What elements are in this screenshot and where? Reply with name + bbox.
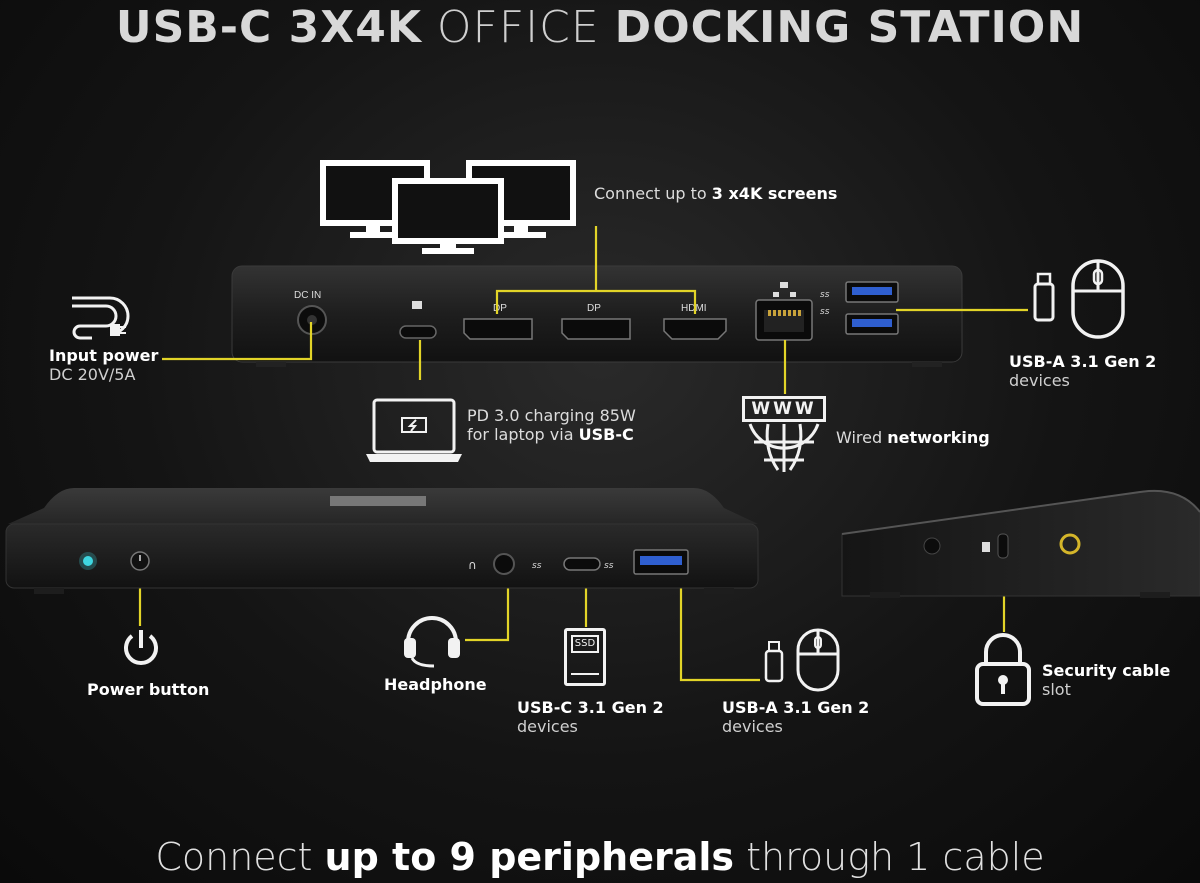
ssd-icon: SSD [564, 628, 606, 686]
usba-rear-label: USB-A 3.1 Gen 2 devices [1009, 352, 1156, 390]
screens-text: Connect up to [594, 184, 707, 203]
networking-strong: networking [887, 428, 990, 447]
power-plug-icon [72, 296, 130, 340]
networking-label: Wired networking [836, 428, 990, 447]
mouse-icon [1071, 259, 1125, 339]
svg-text:∩: ∩ [468, 558, 477, 572]
headset-icon [404, 616, 460, 668]
footer-strong: up to 9 peripherals [324, 835, 734, 879]
www-text: WWW [751, 399, 817, 419]
dp1-label: DP [493, 303, 507, 314]
headphone-label: Headphone [384, 675, 487, 694]
usbc-front-title: USB-C 3.1 Gen 2 [517, 698, 664, 717]
svg-text:ss: ss [604, 561, 614, 571]
usba-front-sub: devices [722, 717, 783, 736]
usbc-front-label: USB-C 3.1 Gen 2 devices [517, 698, 664, 736]
footer-text-2: through 1 cable [746, 835, 1045, 879]
svg-text:ss: ss [820, 290, 830, 300]
dp2-label: DP [587, 303, 601, 314]
rear-dock: ss ss [231, 265, 963, 367]
usba-rear-title: USB-A 3.1 Gen 2 [1009, 352, 1157, 371]
usbc-front-sub: devices [517, 717, 578, 736]
input-power-label: Input power DC 20V/5A [49, 346, 158, 384]
input-power-title: Input power [49, 346, 159, 365]
security-label: Security cable slot [1042, 661, 1170, 699]
title-light: OFFICE [436, 2, 600, 53]
monitors-icon [320, 160, 576, 254]
input-power-sub: DC 20V/5A [49, 365, 136, 384]
usba-front-title: USB-A 3.1 Gen 2 [722, 698, 870, 717]
mouse-front-icon [796, 628, 840, 692]
pd-label: PD 3.0 charging 85W for laptop via USB-C [467, 406, 636, 444]
usb-stick-icon [1033, 272, 1055, 322]
security-sub: slot [1042, 680, 1071, 699]
power-button-text: Power button [87, 680, 210, 699]
pd-line-2-text: for laptop via [467, 425, 574, 444]
screens-strong: 3 x4K screens [711, 184, 838, 203]
screens-label: Connect up to 3 x4K screens [594, 184, 837, 203]
footer-tagline: Connect up to 9 peripherals through 1 ca… [0, 835, 1200, 879]
footer-text-1: Connect [155, 835, 313, 879]
pd-line-1: PD 3.0 charging 85W [467, 406, 636, 425]
power-button-label: Power button [87, 680, 209, 699]
page-title: USB-C 3X4K OFFICE DOCKING STATION [0, 2, 1200, 53]
globe-icon [748, 423, 820, 472]
www-box: WWW [742, 396, 826, 422]
networking-text: Wired [836, 428, 883, 447]
ssd-text: SSD [571, 635, 599, 653]
hdmi-label: HDMI [681, 303, 707, 314]
side-dock [841, 489, 1200, 598]
usb-stick-front-icon [764, 641, 784, 683]
headphone-text: Headphone [384, 675, 487, 694]
laptop-icon [366, 398, 462, 462]
front-dock: ∩ ss ss [5, 488, 759, 594]
pd-line-2-strong: USB-C [578, 425, 634, 444]
svg-text:ss: ss [532, 561, 542, 571]
svg-text:ss: ss [820, 307, 830, 317]
dc-in-label: DC IN [294, 290, 322, 301]
title-bold-2: DOCKING STATION [614, 2, 1085, 53]
power-icon [124, 630, 158, 665]
title-bold-1: USB-C 3X4K [115, 2, 422, 53]
usba-rear-sub: devices [1009, 371, 1070, 390]
security-title: Security cable [1042, 661, 1171, 680]
padlock-icon [975, 633, 1031, 706]
usba-front-label: USB-A 3.1 Gen 2 devices [722, 698, 869, 736]
